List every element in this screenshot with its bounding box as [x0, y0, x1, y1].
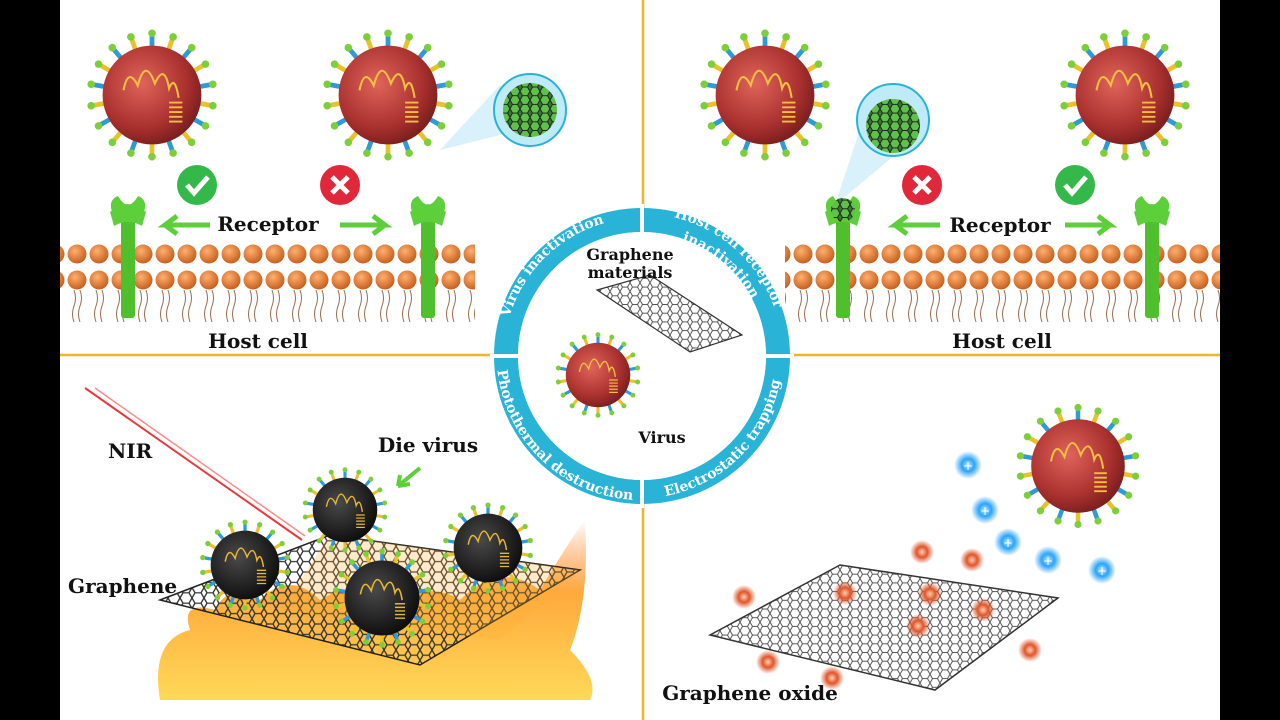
cross-icon [320, 165, 360, 205]
nir-label: NIR [108, 439, 153, 463]
plus-sign: + [963, 459, 973, 473]
graphene-coating-sphere [503, 83, 557, 137]
plus-sign: + [1003, 536, 1013, 550]
graphene-receptor-sphere [866, 99, 920, 153]
cross-icon [902, 165, 942, 205]
graphene-label: Graphene [68, 574, 177, 598]
host-cell-label: Host cell [208, 329, 308, 353]
check-icon [177, 165, 217, 205]
negative-charge [833, 581, 857, 605]
graphene-oxide-label: Graphene oxide [662, 681, 838, 705]
negative-charge [910, 540, 934, 564]
center-label-graphene: Graphene [586, 245, 673, 264]
plus-sign: + [1097, 564, 1107, 578]
center-label-virus: Virus [637, 428, 685, 447]
negative-charge [756, 650, 780, 674]
plus-sign: + [1043, 554, 1053, 568]
receptor-label: Receptor [217, 212, 319, 236]
die-virus-label: Die virus [378, 433, 478, 457]
check-icon [1055, 165, 1095, 205]
plus-sign: + [980, 504, 990, 518]
negative-charge [1018, 638, 1042, 662]
receptor-label: Receptor [949, 213, 1051, 237]
negative-charge [960, 548, 984, 572]
center-label-materials: materials [588, 263, 673, 282]
negative-charge [732, 585, 756, 609]
negative-charge [918, 582, 942, 606]
negative-charge [906, 614, 930, 638]
graphene-on-receptor [831, 198, 855, 222]
negative-charge [971, 598, 995, 622]
host-cell-label: Host cell [952, 329, 1052, 353]
